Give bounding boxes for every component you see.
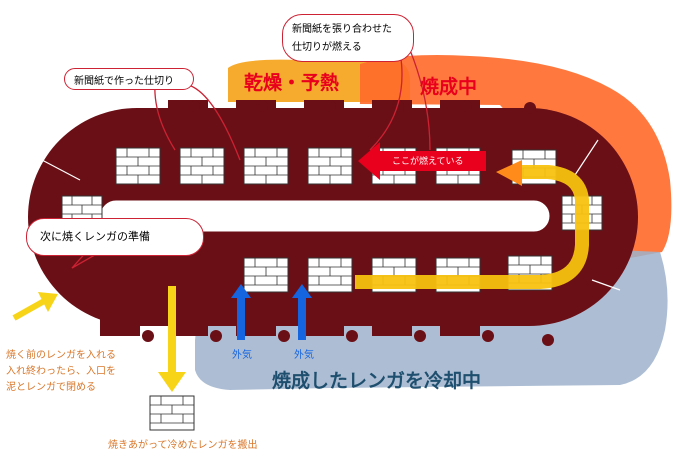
burning-arrow xyxy=(358,142,486,180)
partition-callout-bubble xyxy=(64,68,194,90)
brick-stack xyxy=(243,257,289,293)
unloading-arrow xyxy=(158,286,186,392)
partition-lines xyxy=(41,139,621,291)
paper-burn-callout-bubble xyxy=(282,14,414,62)
callout-leaders xyxy=(71,49,431,269)
loading-text-line3: 泥とレンガで閉める xyxy=(6,382,96,393)
unloaded-brick-stack xyxy=(149,395,195,431)
firing-zone xyxy=(360,55,672,258)
brick-stack xyxy=(307,257,353,293)
top-dampers xyxy=(188,100,536,114)
dry-preheat-label: 乾燥・予熱 xyxy=(244,72,340,94)
loading-text-line2: 入れ終わったら、入口を xyxy=(6,366,116,377)
loading-arrow xyxy=(12,292,58,321)
next-batch-text: 次に焼くレンガの準備 xyxy=(40,230,150,243)
outside-air-label-1: 外気 xyxy=(232,350,252,361)
next-batch-callout-bubble xyxy=(26,218,204,256)
firing-label: 焼成中 xyxy=(420,76,478,98)
brick-stack xyxy=(115,147,161,185)
partition-callout-text: 新聞紙で作った仕切り xyxy=(74,76,174,87)
brick-stack xyxy=(243,147,289,185)
brick-stack xyxy=(179,147,225,185)
unloading-text: 焼きあがって冷めたレンガを搬出 xyxy=(108,440,258,451)
flow-arrow-head xyxy=(496,160,522,186)
loading-text-line1: 焼く前のレンガを入れる xyxy=(6,350,116,361)
paper-burn-text-line2: 仕切りが燃える xyxy=(292,42,362,53)
burning-here-label: ここが燃えている xyxy=(392,157,464,167)
flow-arrow-loop xyxy=(355,165,589,289)
cooling-label: 焼成したレンガを冷却中 xyxy=(272,370,482,392)
outside-air-arrows xyxy=(231,284,312,340)
brick-stack xyxy=(307,147,353,185)
paper-burn-text-line1: 新聞紙を張り合わせた xyxy=(292,24,392,35)
bottom-dampers xyxy=(142,330,554,346)
outside-air-label-2: 外気 xyxy=(294,350,314,361)
